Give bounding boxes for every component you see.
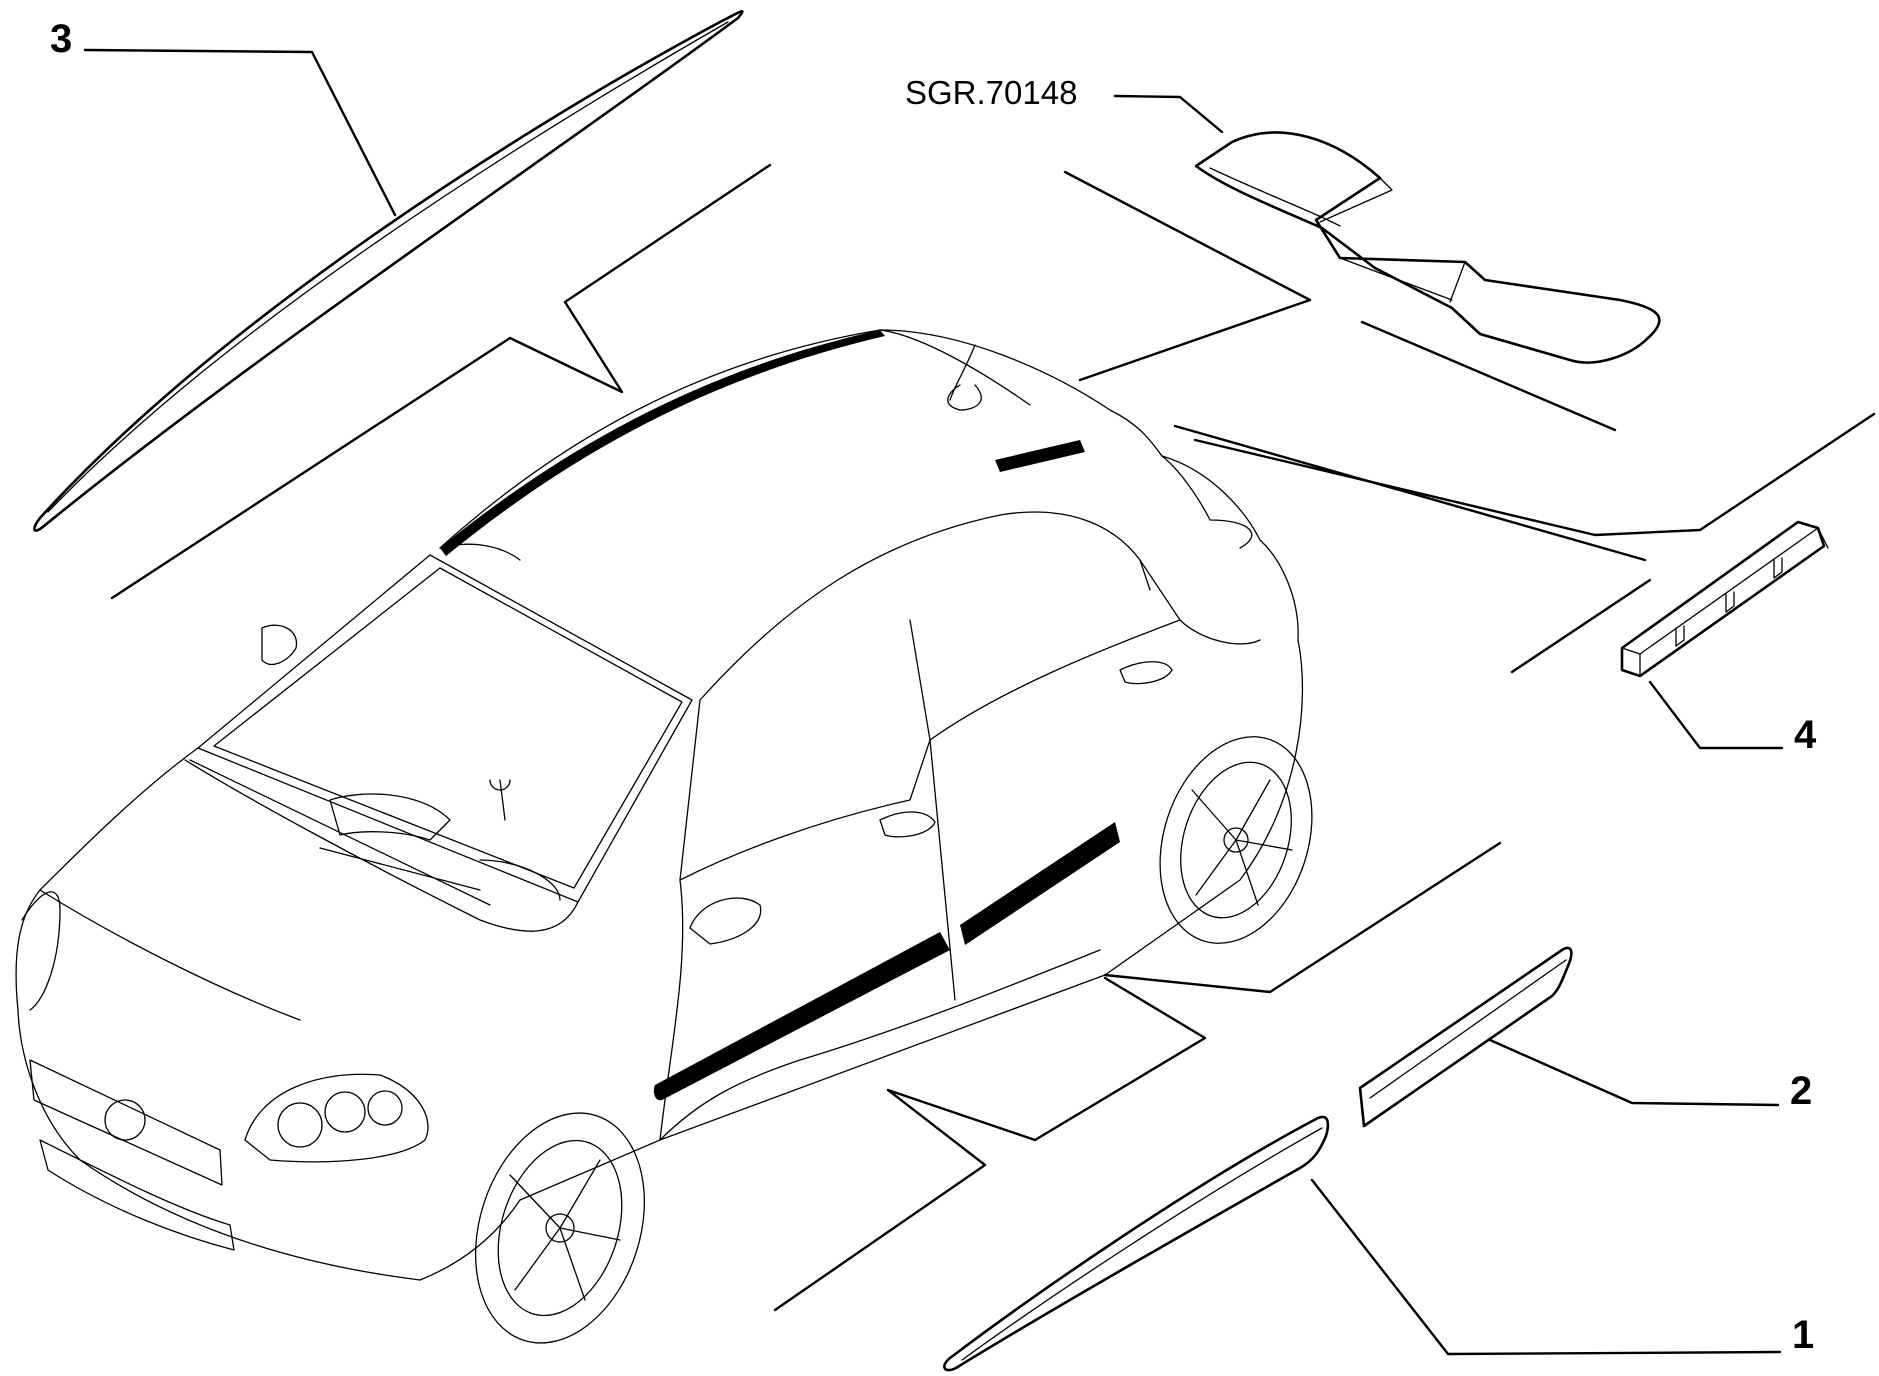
callout-2-label: 2 <box>1790 1069 1812 1113</box>
roof-moulding-part-3 <box>33 10 744 532</box>
rear-wheel <box>1159 736 1313 944</box>
rear-spoiler-part-4 <box>1620 520 1829 678</box>
rear-door-moulding-location <box>960 822 1120 945</box>
reference-code-label: SGR.70148 <box>905 74 1077 111</box>
spoiler-location <box>995 440 1085 472</box>
callout-3-leader <box>83 48 397 217</box>
callout-4-leader <box>1648 680 1784 750</box>
rear-door-moulding-part-2 <box>1358 946 1573 1128</box>
callout-3-label: 3 <box>50 17 72 61</box>
callout-1-label: 1 <box>1792 1313 1814 1357</box>
roof-spoiler-panel <box>1194 131 1661 364</box>
callout-2-leader <box>1488 1038 1780 1107</box>
callout-1-leader <box>1310 1178 1782 1356</box>
front-door-moulding-location <box>653 932 950 1101</box>
callout-4-label: 4 <box>1794 713 1817 757</box>
explosion-guide-lines <box>110 163 1876 1312</box>
reference-code-leader <box>1113 94 1224 134</box>
roof-moulding-location <box>440 330 885 556</box>
front-door-moulding-part-1 <box>943 1115 1330 1372</box>
car-line-drawing <box>15 329 1313 1344</box>
front-wheel <box>474 1112 646 1344</box>
